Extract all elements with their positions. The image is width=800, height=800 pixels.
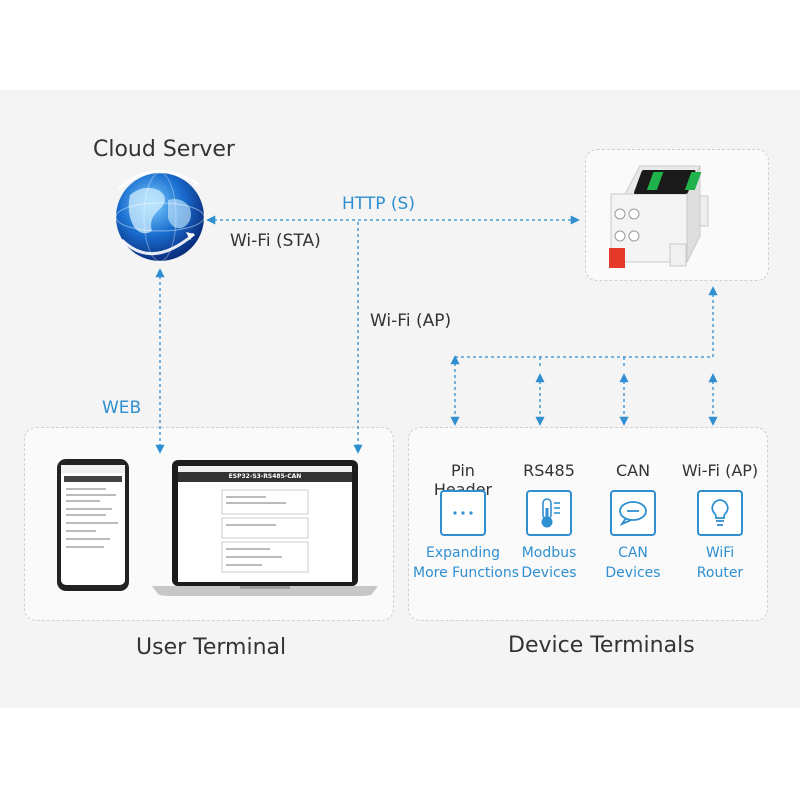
cloud-server-label: Cloud Server: [93, 137, 235, 162]
thermometer-icon: [526, 490, 572, 536]
wifi-sta-label: Wi-Fi (STA): [230, 231, 321, 251]
terminal-line1: Modbus: [521, 545, 577, 561]
device-terminals-label: Device Terminals: [508, 633, 695, 658]
http-label: HTTP (S): [342, 194, 415, 214]
web-label: WEB: [102, 398, 142, 418]
terminal-heading: CAN: [615, 461, 651, 480]
laptop-page-title: ESP32-S3-RS485-CAN: [228, 473, 302, 480]
terminal-line2: Devices: [521, 565, 577, 581]
terminal-line2: Router: [696, 565, 744, 581]
terminal-heading: RS485: [523, 461, 575, 480]
terminal-line1: Expanding: [425, 545, 500, 561]
terminal-line2: More Functions: [413, 565, 519, 581]
terminal-line1: WiFi: [705, 545, 735, 561]
terminal-line2: Devices: [605, 565, 661, 581]
user-terminal-label: User Terminal: [136, 635, 287, 660]
chat-bubble-icon: [610, 490, 656, 536]
terminal-line1: CAN: [618, 545, 648, 561]
wifi-ap-label: Wi-Fi (AP): [370, 311, 452, 331]
lightbulb-icon: [697, 490, 743, 536]
dots-icon: [440, 490, 486, 536]
terminal-heading: Wi-Fi (AP): [681, 461, 759, 480]
